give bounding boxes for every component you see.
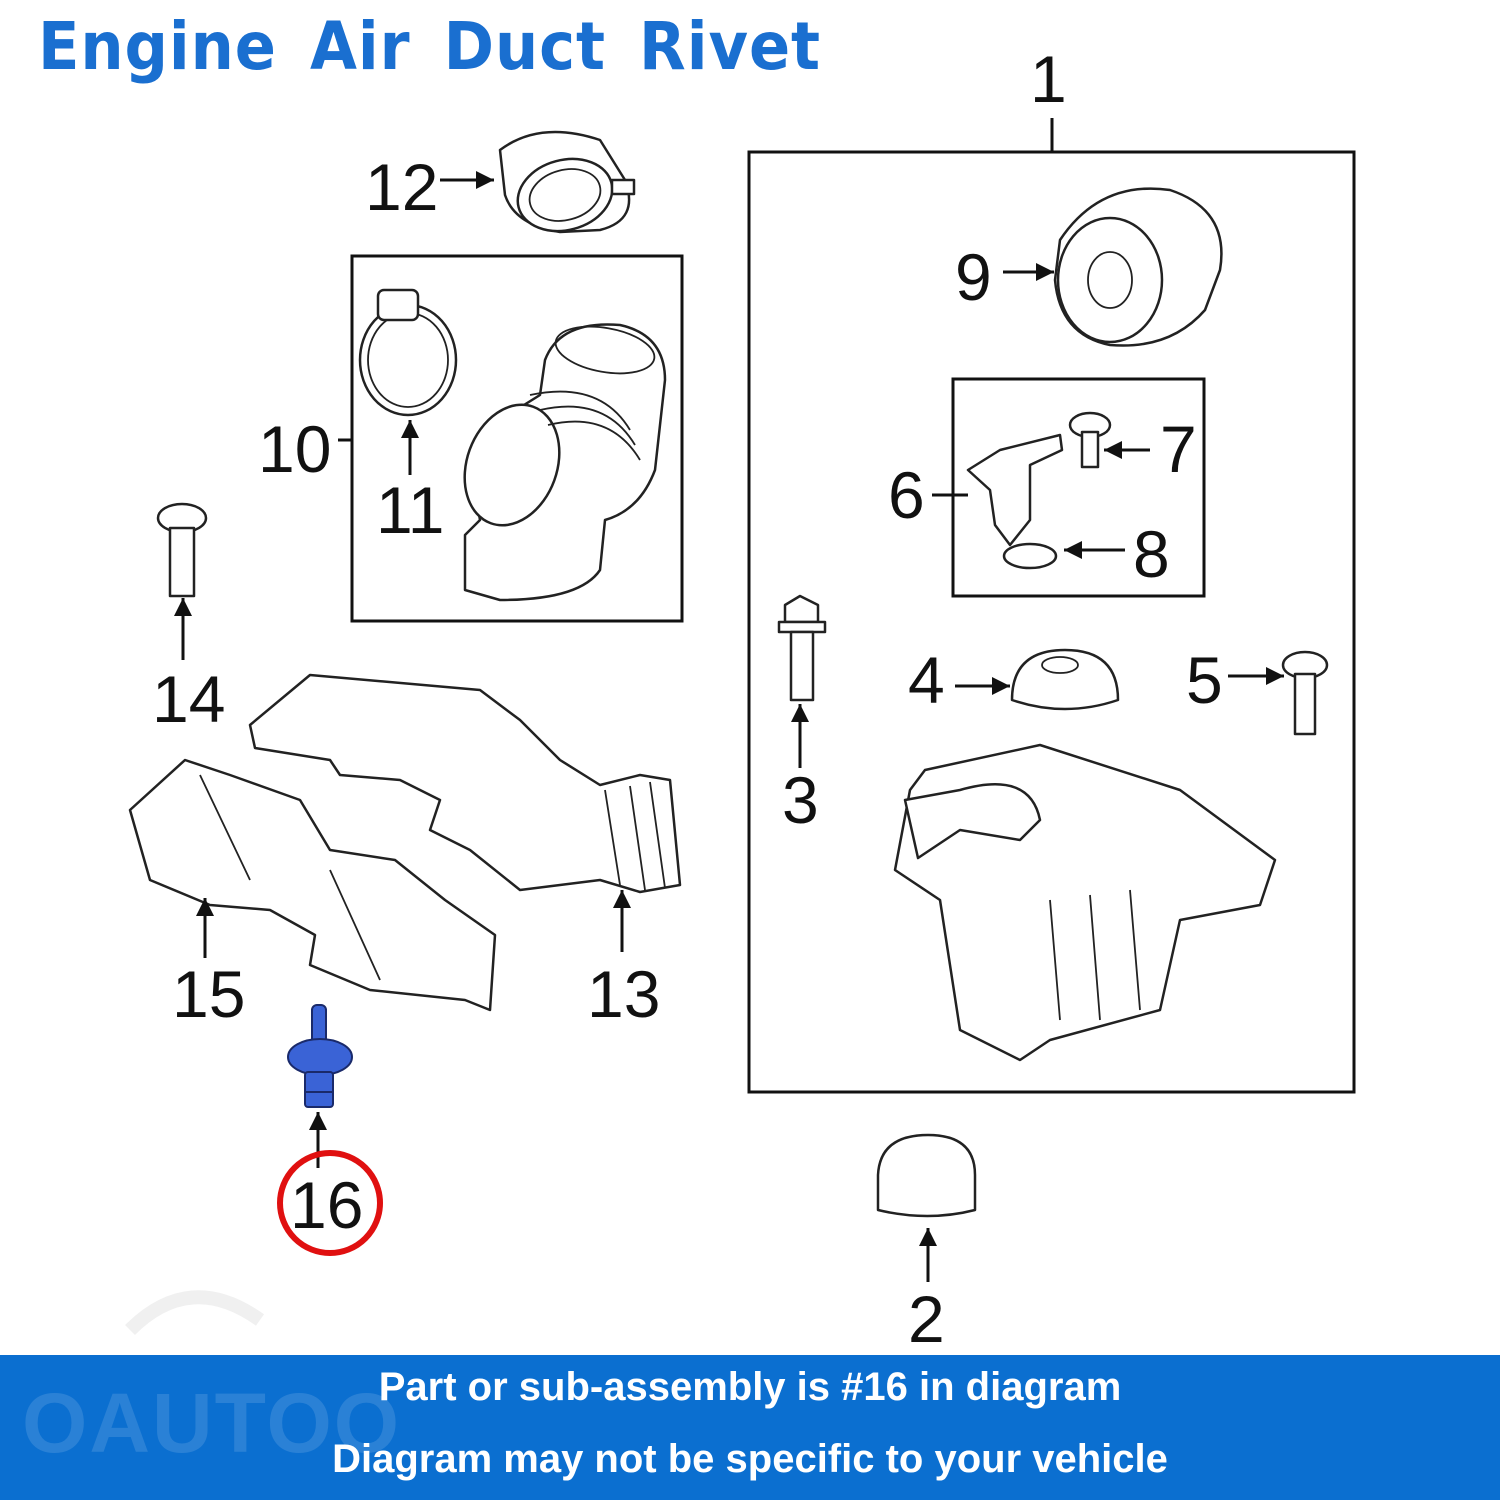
label-6: 6 (888, 458, 925, 532)
part-7-screw[interactable] (1068, 411, 1112, 469)
leader-lines (174, 171, 1284, 1282)
banner-line-1: Part or sub-assembly is #16 in diagram (378, 1365, 1122, 1409)
label-7: 7 (1160, 412, 1197, 486)
label-4: 4 (908, 643, 945, 717)
part-15-deflector[interactable] (128, 758, 497, 1012)
part-9-air-filter[interactable] (1053, 187, 1223, 347)
label-11: 11 (376, 473, 445, 547)
part-8-o-ring[interactable] (1002, 542, 1058, 570)
page-title: Engine Air Duct Rivet (38, 8, 822, 85)
part-3-bolt[interactable] (777, 594, 827, 702)
watermark-logo: OAUTOO (22, 1376, 402, 1470)
label-16: 16 (290, 1168, 363, 1242)
part-5-screw[interactable] (1281, 650, 1329, 736)
air-filter-housing[interactable] (893, 743, 1277, 1062)
part-13-air-duct[interactable] (248, 673, 682, 894)
part-11-clamp[interactable] (358, 288, 458, 417)
label-10: 10 (258, 412, 331, 486)
part-14-bolt[interactable] (156, 502, 208, 598)
highlight-circle (277, 1150, 383, 1256)
label-3: 3 (782, 763, 819, 837)
label-12: 12 (365, 150, 438, 224)
info-banner: Part or sub-assembly is #16 in diagram D… (0, 1355, 1500, 1500)
label-8: 8 (1133, 517, 1170, 591)
banner-line-2: Diagram may not be specific to your vehi… (332, 1437, 1168, 1481)
part-6-maf-sensor[interactable] (966, 433, 1064, 547)
part-10-intake-hose[interactable] (449, 320, 667, 602)
part-16-rivet[interactable] (287, 1004, 353, 1108)
watermark-swirl (125, 1290, 265, 1336)
part-4-grommet[interactable] (1010, 648, 1120, 711)
label-2: 2 (908, 1282, 945, 1356)
label-9: 9 (955, 240, 992, 314)
label-1: 1 (1030, 42, 1067, 116)
label-15: 15 (172, 957, 245, 1031)
label-13: 13 (587, 957, 660, 1031)
label-5: 5 (1186, 643, 1223, 717)
label-14: 14 (152, 662, 225, 736)
part-12-coupler[interactable] (498, 130, 636, 241)
assembly-box-6 (951, 377, 1206, 598)
part-2-cap[interactable] (876, 1133, 977, 1218)
